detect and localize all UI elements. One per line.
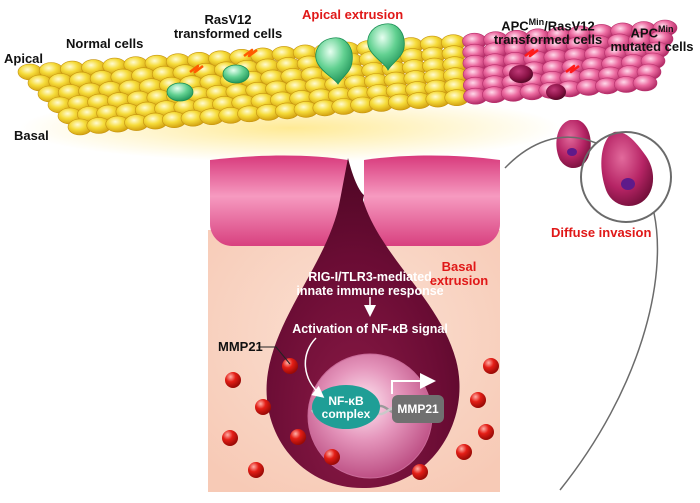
neighbour-cell-blocks [210,155,500,246]
rasv12-transformed-cells [166,48,258,102]
magnifier [504,131,672,491]
curved-arrow-icon [304,337,325,398]
transcription-arrow-icon [391,373,436,394]
apc-text: APC [501,18,529,34]
mmp21-protein-sphere [324,449,340,465]
min-superscript: Min [657,24,674,34]
min-superscript: Min [528,17,545,27]
rasv12-suffix: /RasV12 [544,18,595,34]
mmp21-protein-sphere [225,372,241,388]
immune-response-line2: innate immune response [296,284,444,298]
mmp21-proteins [222,358,499,480]
normal-cells-label: Normal cells [66,36,144,51]
apc-mutated-cell [632,74,658,92]
rasv12-label-line2: transformed cells [173,26,283,41]
nfkb-complex-line1: NF-κB [328,394,364,408]
rasv12-label-line1: RasV12 [204,12,252,27]
apical-label: Apical [4,51,44,66]
basal-extrusion-label: Basal extrusion [426,260,492,288]
rasv12-label: RasV12 transformed cells [162,13,294,41]
mmp21-protein-sphere [412,464,428,480]
mmp21-protein-sphere [222,430,238,446]
apical-extruded-cells [315,23,405,85]
nfkb-complex [312,385,380,429]
immune-response-line1: RIG-I/TLR3-mediated [308,270,432,284]
nfkb-complex-line2: complex [321,407,371,421]
apc-mutated-label: APCMin mutated cells [606,22,698,54]
basal-label: Basal [14,128,49,143]
mmp21-protein-sphere [483,358,499,374]
apc-ras-spark-icon [524,48,539,58]
ras-spark-icon [243,48,258,58]
apc-rasv12-label-line1: APCMin/RasV12 [486,15,610,33]
basal-extrusion-line2: extrusion [429,273,489,288]
apc-rasv12-label-line2: transformed cells [493,32,603,48]
nfkb-activation-label: Activation of NF-κB signal [292,322,448,336]
mmp21-protein-sphere [282,358,298,374]
apc-rasv12-label: APCMin/RasV12 transformed cells [486,15,610,47]
apc-ras-spark-icon [565,64,580,74]
mmp21-protein-sphere [290,429,306,445]
apc-mutated-label-line2: mutated cells [610,39,694,55]
mmp21-protein-sphere [478,424,494,440]
mmp21-gene-label: MMP21 [397,402,439,416]
apc-text: APC [630,25,658,41]
basal-extrusion-line1: Basal [441,259,477,274]
nfkb-complex-label: NF-κB complex [314,395,378,421]
mmp21-callout-label: MMP21 [218,339,263,354]
apical-extrusion-label: Apical extrusion [302,7,404,22]
invading-cells [556,120,654,206]
apc-rasv12-transformed-cells [509,48,580,100]
apc-mutated-label-line1: APCMin [606,22,698,40]
diffuse-invasion-label: Diffuse invasion [551,225,652,240]
mmp21-protein-sphere [470,392,486,408]
mmp21-gene [392,395,444,423]
mmp21-protein-sphere [456,444,472,460]
mmp21-protein-sphere [248,462,264,478]
mmp21-protein-sphere [255,399,271,415]
ras-spark-icon [189,64,204,74]
immune-response-label: RIG-I/TLR3-mediated innate immune respon… [282,270,458,298]
mmp21-leader-line [258,346,291,365]
